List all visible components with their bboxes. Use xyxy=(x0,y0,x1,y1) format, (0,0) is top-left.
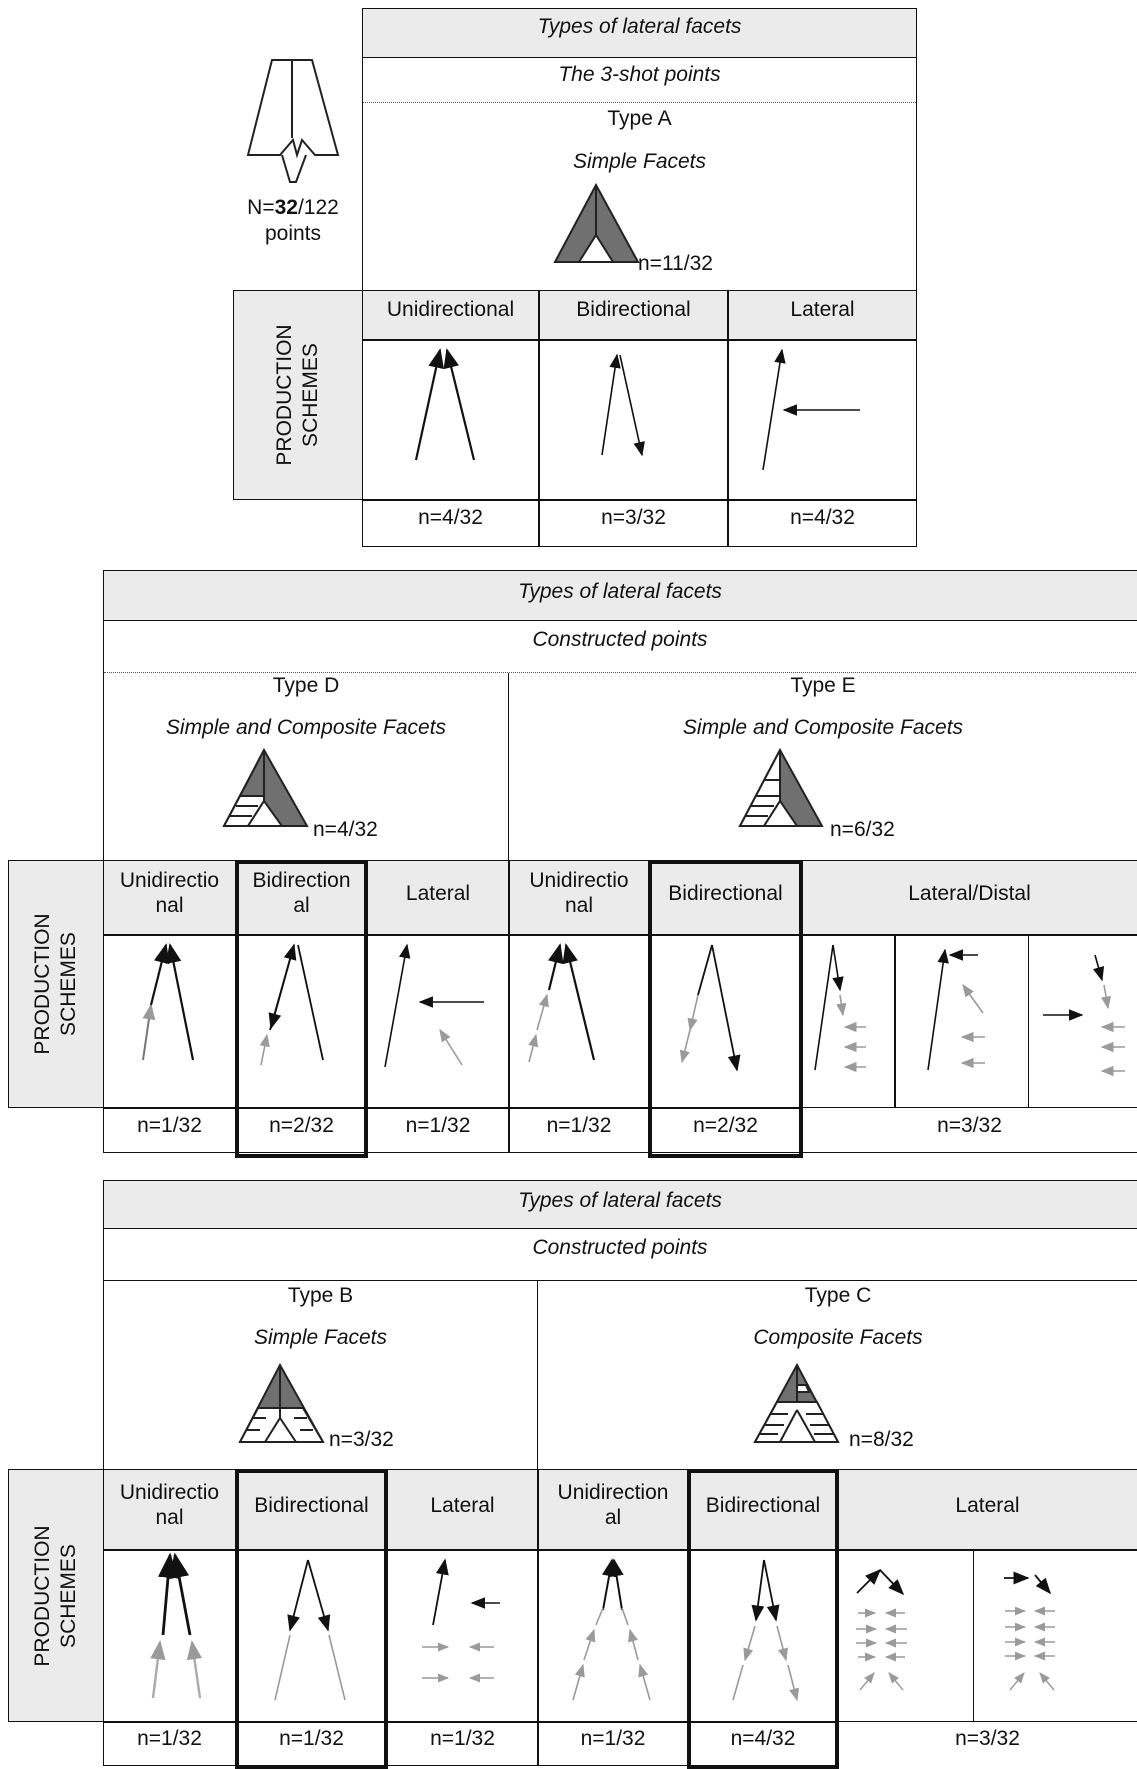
b3-scheme-4: Bidirectional xyxy=(705,1494,821,1517)
b2-d-bidirectional-icon xyxy=(259,943,324,1066)
b2-e-unidirectional-icon xyxy=(528,943,596,1063)
type-e-facet-icon xyxy=(738,747,824,827)
b1-lateral-arrows-icon xyxy=(762,348,860,471)
b2-type-e: Type E xyxy=(790,674,856,697)
b1-scheme-lateral: Lateral xyxy=(790,298,855,321)
b1-count-2: n=4/32 xyxy=(790,506,855,529)
b1-count-1: n=3/32 xyxy=(601,506,666,529)
b3-b-bidirectional-icon xyxy=(274,1559,346,1701)
b1-sample-size: N=32/122 xyxy=(247,196,339,219)
b2-highlight-bidirectional-e xyxy=(648,860,803,1158)
b3-b-unidirectional-icon xyxy=(150,1552,203,1699)
b1-divider xyxy=(363,102,916,103)
b1-type-count: n=11/32 xyxy=(638,252,713,275)
b3-c-bidirectional-icon xyxy=(732,1559,800,1702)
b1-count-0: n=4/32 xyxy=(418,506,483,529)
b1-scheme-unidirectional: Unidirectional xyxy=(386,298,515,321)
b2-scheme-2: Lateral xyxy=(405,882,471,905)
b3-count-0: n=1/32 xyxy=(137,1727,202,1750)
b3-count-4: n=4/32 xyxy=(730,1727,796,1750)
type-b-facet-icon xyxy=(238,1362,325,1443)
b2-count-2: n=1/32 xyxy=(405,1114,471,1137)
b3-header: Types of lateral facets xyxy=(518,1189,722,1212)
b1-subheader: The 3-shot points xyxy=(558,63,721,86)
b1-scheme-bidirectional: Bidirectional xyxy=(576,298,691,321)
b2-d-unidirectional-icon xyxy=(142,943,195,1061)
b3-count-5: n=3/32 xyxy=(955,1727,1020,1750)
b2-e-lateral-distal-1-icon xyxy=(814,944,866,1073)
b2-header: Types of lateral facets xyxy=(518,580,722,603)
b2-count-0: n=1/32 xyxy=(137,1114,202,1137)
b3-type-b: Type B xyxy=(287,1284,354,1307)
b2-scheme-4: Bidirectional xyxy=(668,882,783,905)
b2-highlight-bidirectional-d xyxy=(235,860,368,1158)
b2-scheme-5: Lateral/Distal xyxy=(908,882,1031,905)
b3-count-c: n=8/32 xyxy=(849,1428,914,1451)
b3-c-lateral-2-icon xyxy=(1004,1571,1055,1691)
b3-b-lateral-icon xyxy=(422,1558,500,1683)
b3-scheme-5: Lateral xyxy=(955,1494,1020,1517)
b2-d-lateral-icon xyxy=(384,943,484,1068)
b1-type-label: Type A xyxy=(607,107,672,130)
b3-count-1: n=1/32 xyxy=(279,1727,344,1750)
b3-type-c: Type C xyxy=(804,1284,872,1307)
b2-count-e: n=6/32 xyxy=(830,818,895,841)
b3-count-b: n=3/32 xyxy=(329,1428,394,1451)
type-c-facet-icon xyxy=(753,1362,840,1443)
b1-facet-label: Simple Facets xyxy=(572,150,707,173)
point-outline-icon xyxy=(246,59,340,183)
b3-scheme-1: Bidirectional xyxy=(254,1494,369,1517)
b3-facets-c: Composite Facets xyxy=(753,1326,923,1349)
b1-unidirectional-arrows-icon xyxy=(414,348,476,461)
b3-count-3: n=1/32 xyxy=(580,1727,646,1750)
b3-c-lateral-1-icon xyxy=(856,1568,907,1691)
b2-count-3: n=1/32 xyxy=(546,1114,612,1137)
b1-header-cell xyxy=(362,8,917,58)
b2-facets-e: Simple and Composite Facets xyxy=(682,716,964,739)
type-a-facet-icon xyxy=(553,182,640,263)
b2-count-1: n=2/32 xyxy=(269,1114,334,1137)
b1-side-cell xyxy=(233,290,362,500)
b2-e-lateral-distal-3-icon xyxy=(1043,954,1125,1077)
b3-c-unidirectional-icon xyxy=(572,1558,651,1701)
b2-facets-d: Simple and Composite Facets xyxy=(165,716,447,739)
b3-subheader: Constructed points xyxy=(532,1236,708,1259)
b2-subheader: Constructed points xyxy=(532,628,708,651)
b3-count-2: n=1/32 xyxy=(430,1727,495,1750)
b3-scheme-2: Lateral xyxy=(430,1494,495,1517)
b3-facets-b: Simple Facets xyxy=(253,1326,388,1349)
b1-header: Types of lateral facets xyxy=(537,15,742,38)
b2-count-5: n=3/32 xyxy=(937,1114,1002,1137)
b2-e-lateral-distal-2-icon xyxy=(927,948,985,1071)
b1-sample-unit: points xyxy=(264,222,322,245)
b1-body xyxy=(362,58,917,290)
b2-type-d: Type D xyxy=(272,674,340,697)
b2-count-4: n=2/32 xyxy=(693,1114,758,1137)
b2-e-bidirectional-icon xyxy=(679,944,741,1072)
b1-bidirectional-arrows-icon xyxy=(601,353,645,457)
b2-header-cell xyxy=(103,570,1137,621)
type-d-facet-icon xyxy=(222,747,309,827)
b2-count-d: n=4/32 xyxy=(313,818,378,841)
